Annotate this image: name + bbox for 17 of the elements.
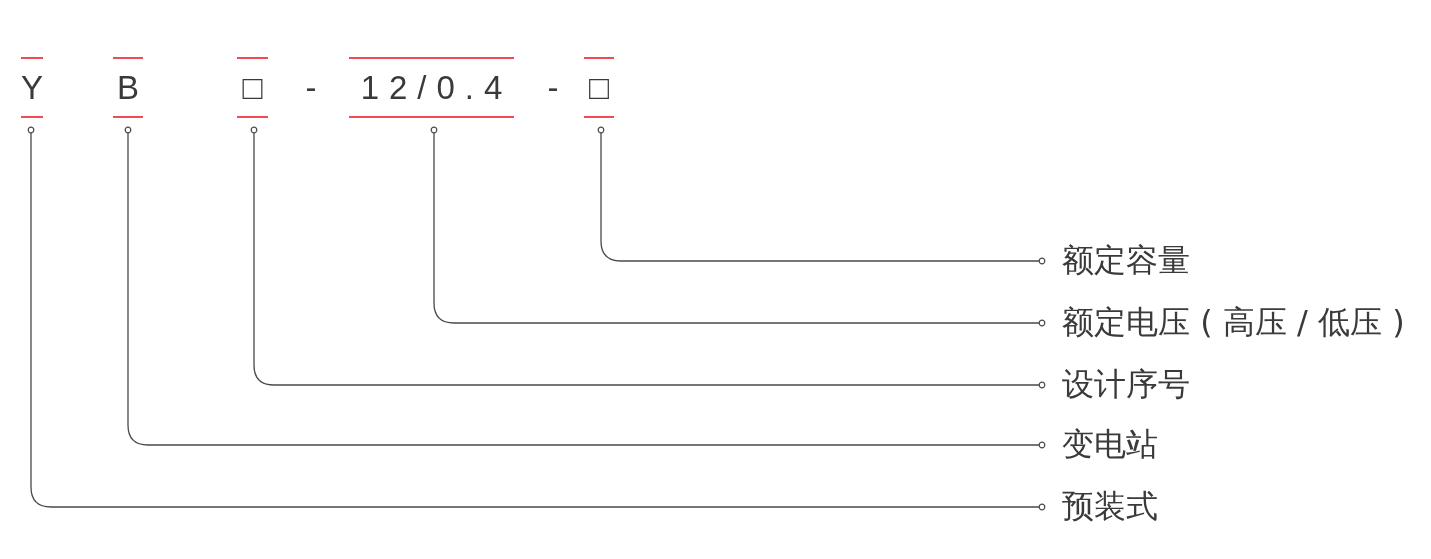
- code-segment: Y: [21, 57, 43, 118]
- leader-line: [124, 126, 1046, 449]
- description-label: 额定电压 ( 高压 / 低压 ): [1062, 302, 1405, 342]
- leader-line: [597, 126, 1046, 265]
- code-segment: □: [237, 57, 268, 118]
- leader-line: [27, 126, 1046, 511]
- description-label: 预装式: [1062, 486, 1158, 526]
- separator-dash: -: [305, 68, 317, 108]
- description-label: 设计序号: [1062, 364, 1190, 404]
- leader-line: [250, 126, 1046, 389]
- code-segment: B: [113, 57, 143, 118]
- code-segment: □: [584, 57, 614, 118]
- leader-line: [430, 126, 1046, 327]
- description-label: 变电站: [1062, 424, 1158, 464]
- description-label: 额定容量: [1062, 240, 1190, 280]
- code-segment: 12/0.4: [349, 57, 514, 118]
- separator-dash: -: [547, 68, 559, 108]
